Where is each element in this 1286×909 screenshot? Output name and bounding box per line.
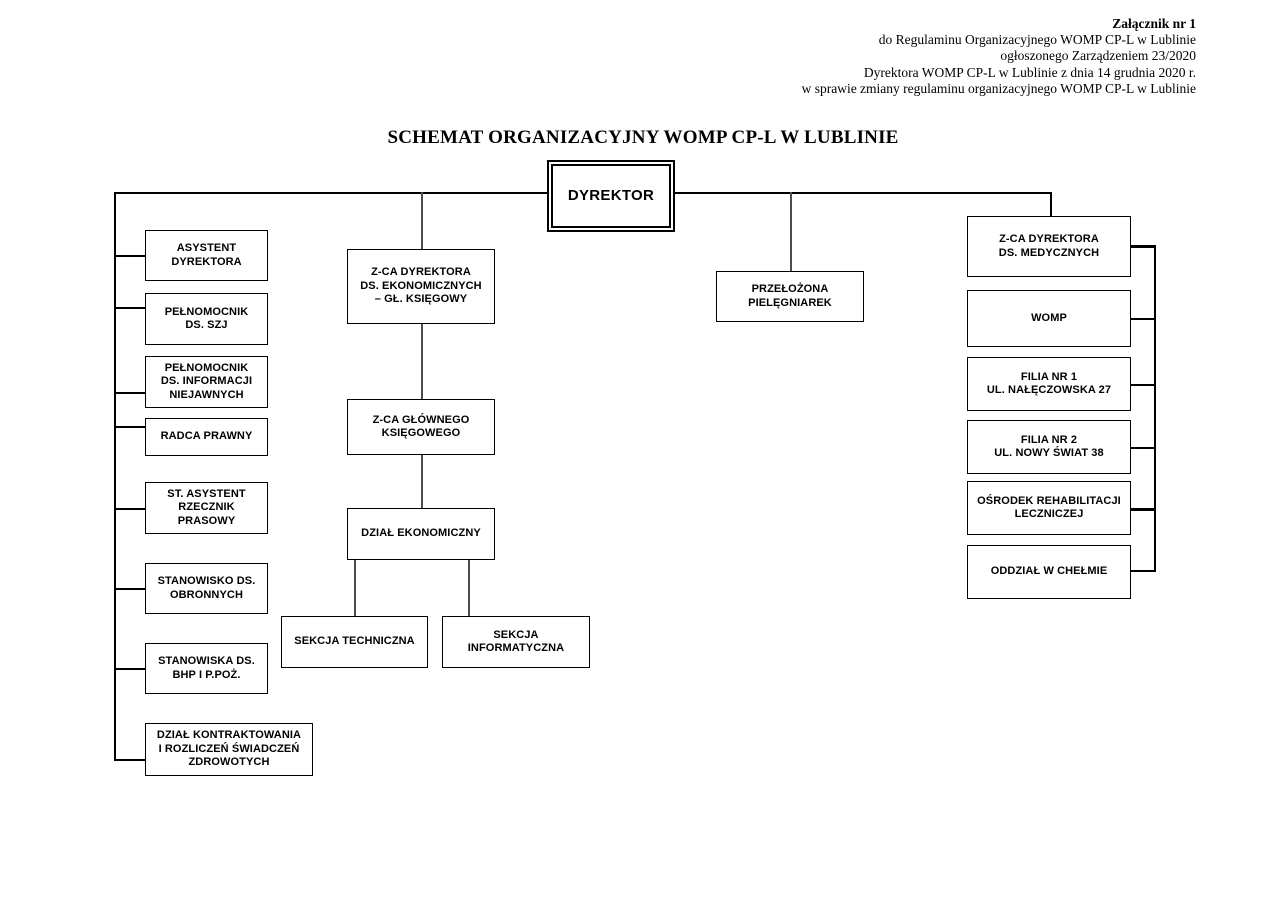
connector-stub-rzecznik <box>114 508 146 510</box>
node-zcaglownego-line-2: KSIĘGOWEGO <box>381 427 461 439</box>
node-rzecznik-line-2: RZECZNIK <box>178 501 235 514</box>
node-przelozona-line-1: PRZEŁOŻONA <box>751 283 829 295</box>
connector-stub-pelninf <box>114 392 146 394</box>
node-filia-nr-1[interactable]: FILIA NR 1 UL. NAŁĘCZOWSKA 27 <box>967 357 1131 411</box>
connector-top-bus-left <box>114 192 549 194</box>
node-asystent-line-2: DYREKTORA <box>171 255 242 268</box>
node-filia1-line-1: FILIA NR 1 <box>1020 370 1078 383</box>
node-radca-prawny[interactable]: RADCA PRAWNY <box>145 418 268 456</box>
node-asystent-line-1: ASYSTENT <box>176 242 237 254</box>
connector-stub-pelnsz <box>114 307 146 309</box>
node-zcaekon-line-2: DS. EKONOMICZNYCH <box>360 279 482 292</box>
connector-left-spine <box>114 192 116 760</box>
header-line-1: Załącznik nr 1 <box>1112 16 1196 31</box>
node-oddzial-w-chelmie[interactable]: ODDZIAŁ W CHEŁMIE <box>967 545 1131 599</box>
node-pelninf-line-1: PEŁNOMOCNIK <box>164 361 249 374</box>
node-rzecznik-line-1: ST. ASYSTENT <box>167 487 246 500</box>
node-filia1-line-2: UL. NAŁĘCZOWSKA 27 <box>986 384 1112 396</box>
connector-dyrektor-to-przelozona <box>790 192 792 271</box>
connector-stub-zcamed <box>1130 245 1156 248</box>
node-kontrakty-line-3: ZDROWOTYCH <box>188 756 270 769</box>
node-sekcja-informatyczna[interactable]: SEKCJA INFORMATYCZNA <box>442 616 590 668</box>
node-stanowiska-ds-bhp-ppoz[interactable]: STANOWISKA DS. BHP I P.POŻ. <box>145 643 268 694</box>
header-line-2: do Regulaminu Organizacyjnego WOMP CP-L … <box>878 32 1196 48</box>
connector-dyrektor-to-zcamed <box>1050 192 1052 216</box>
connector-top-bus-right <box>673 192 1051 194</box>
connector-dzialekon-to-sekinf <box>468 559 470 617</box>
node-radca-line-1: RADCA PRAWNY <box>160 430 253 443</box>
node-zcaglownego-line-1: Z-CA GŁÓWNEGO <box>372 413 470 426</box>
header-line-4: Dyrektora WOMP CP-L w Lublinie z dnia 14… <box>863 64 1196 80</box>
node-przelozona-line-2: PIELĘGNIAREK <box>748 296 832 309</box>
node-pelninf-line-2: DS. INFORMACJI <box>160 375 253 388</box>
node-zcaekon-line-1: Z-CA DYREKTORA <box>371 266 471 279</box>
node-rzecznik-line-3: PRASOWY <box>177 514 236 527</box>
node-chelm-line-1: ODDZIAŁ W CHEŁMIE <box>990 565 1108 578</box>
connector-dzialekon-to-sektech <box>354 559 356 617</box>
connector-zcaekon-to-zcaglownego <box>421 324 423 399</box>
node-sekinf-line-1: SEKCJA <box>493 628 539 641</box>
node-filia2-line-1: FILIA NR 2 <box>1020 433 1078 446</box>
connector-right-spine <box>1154 246 1156 571</box>
node-kontrakty-line-1: DZIAŁ KONTRAKTOWANIA <box>156 729 302 742</box>
node-zca-dyrektora-ds-medycznych[interactable]: Z-CA DYREKTORA DS. MEDYCZNYCH <box>967 216 1131 277</box>
node-obronne-line-2: OBRONNYCH <box>169 588 243 601</box>
node-zcamed-line-1: Z-CA DYREKTORA <box>999 233 1099 245</box>
node-asystent-dyrektora[interactable]: ASYSTENT DYREKTORA <box>145 230 268 281</box>
node-osrodek-line-1: OŚRODEK REHABILITACJI <box>977 494 1121 507</box>
connector-stub-womp <box>1130 318 1156 320</box>
connector-stub-kontrakty <box>114 759 146 761</box>
node-womp[interactable]: WOMP <box>967 290 1131 347</box>
connector-stub-asystent <box>114 255 146 257</box>
node-st-asystent-rzecznik-prasowy[interactable]: ST. ASYSTENT RZECZNIK PRASOWY <box>145 482 268 534</box>
node-przelozona-pielegniarek[interactable]: PRZEŁOŻONA PIELĘGNIAREK <box>716 271 864 322</box>
header-line-5: w sprawie zmiany regulaminu organizacyjn… <box>801 80 1196 96</box>
node-pelnsz-line-1: PEŁNOMOCNIK <box>164 305 249 318</box>
node-obronne-line-1: STANOWISKO DS. <box>157 575 256 587</box>
node-bhp-line-1: STANOWISKA DS. <box>158 655 255 667</box>
connector-stub-filia1 <box>1130 384 1156 386</box>
node-filia2-line-2: UL. NOWY ŚWIAT 38 <box>994 447 1104 459</box>
connector-stub-radca <box>114 426 146 428</box>
node-dyrektor[interactable]: DYREKTOR <box>546 159 676 233</box>
chart-title: SCHEMAT ORGANIZACYJNY WOMP CP-L W LUBLIN… <box>387 127 899 148</box>
node-pelnomocnik-ds-informacji-niejawnych[interactable]: PEŁNOMOCNIK DS. INFORMACJI NIEJAWNYCH <box>145 356 268 408</box>
node-dzial-kontraktowania[interactable]: DZIAŁ KONTRAKTOWANIA I ROZLICZEŃ ŚWIADCZ… <box>145 723 313 776</box>
node-kontrakty-line-2: I ROZLICZEŃ ŚWIADCZEŃ <box>158 742 300 755</box>
node-dyrektor-label: DYREKTOR <box>567 187 655 205</box>
connector-stub-filia2 <box>1130 447 1156 449</box>
node-pelnomocnik-ds-szj[interactable]: PEŁNOMOCNIK DS. SZJ <box>145 293 268 345</box>
connector-stub-osrodek <box>1130 508 1156 511</box>
node-womp-line-1: WOMP <box>1031 311 1067 324</box>
node-filia-nr-2[interactable]: FILIA NR 2 UL. NOWY ŚWIAT 38 <box>967 420 1131 474</box>
header-line-3: ogłoszonego Zarządzeniem 23/2020 <box>1000 48 1196 64</box>
node-stanowisko-ds-obronnych[interactable]: STANOWISKO DS. OBRONNYCH <box>145 563 268 614</box>
node-sektech-line-1: SEKCJA TECHNICZNA <box>294 635 415 648</box>
node-osrodek-line-2: LECZNICZEJ <box>1014 508 1084 520</box>
connector-stub-obronne <box>114 588 146 590</box>
document-header: Załącznik nr 1 do Regulaminu Organizacyj… <box>686 16 1196 97</box>
connector-dyrektor-to-zcaekon <box>421 192 423 249</box>
node-bhp-line-2: BHP I P.POŻ. <box>172 668 241 681</box>
connector-stub-bhp <box>114 668 146 670</box>
node-zcamed-line-2: DS. MEDYCZNYCH <box>998 246 1100 259</box>
node-dzial-ekonomiczny[interactable]: DZIAŁ EKONOMICZNY <box>347 508 495 560</box>
node-sekinf-line-2: INFORMATYCZNA <box>467 642 565 654</box>
node-sekcja-techniczna[interactable]: SEKCJA TECHNICZNA <box>281 616 428 668</box>
node-osrodek-rehabilitacji-leczniczej[interactable]: OŚRODEK REHABILITACJI LECZNICZEJ <box>967 481 1131 535</box>
node-zca-glownego-ksiegowego[interactable]: Z-CA GŁÓWNEGO KSIĘGOWEGO <box>347 399 495 455</box>
connector-zcaglownego-to-dzialekon <box>421 455 423 508</box>
connector-stub-chelm <box>1130 570 1156 572</box>
node-zcaekon-line-3: – GŁ. KSIĘGOWY <box>374 293 468 306</box>
node-dzialekon-line-1: DZIAŁ EKONOMICZNY <box>361 527 481 540</box>
node-pelninf-line-3: NIEJAWNYCH <box>169 388 244 401</box>
node-pelnsz-line-2: DS. SZJ <box>185 319 228 331</box>
node-zca-dyrektora-ds-ekonomicznych[interactable]: Z-CA DYREKTORA DS. EKONOMICZNYCH – GŁ. K… <box>347 249 495 324</box>
